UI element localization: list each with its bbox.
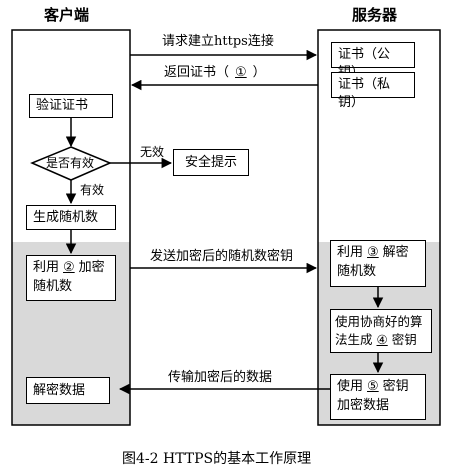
generate-random-box: 生成随机数	[26, 205, 116, 230]
blank-1: ①	[235, 65, 247, 80]
server-lane-frame	[317, 29, 441, 426]
transfer-label: 传输加密后的数据	[168, 370, 273, 385]
figure-caption: 图4-2 HTTPS的基本工作原理	[122, 451, 312, 467]
return-cert-label: 返回证书（①）	[164, 65, 266, 80]
verify-cert-box: 验证证书	[29, 94, 113, 118]
client-lane-frame	[11, 29, 131, 426]
decrypt-data-box: 解密数据	[26, 377, 110, 404]
valid-label: 有效	[80, 183, 105, 197]
blank-5: ⑤	[367, 379, 379, 394]
blank-3: ③	[367, 245, 379, 260]
invalid-label: 无效	[140, 145, 165, 159]
server-lane-title: 服务器	[352, 6, 398, 24]
decision-label: 是否有效	[46, 156, 95, 170]
client-lane-title: 客户端	[44, 6, 90, 24]
blank-2: ②	[63, 260, 75, 275]
cert-public-box: 证书（公钥）	[331, 42, 415, 80]
cert-private-box: 证书（私钥）	[331, 72, 415, 110]
send-key-label: 发送加密后的随机数密钥	[150, 249, 294, 264]
request-label: 请求建立https连接	[162, 34, 274, 49]
blank-4: ④	[376, 332, 388, 348]
security-warning-box: 安全提示	[173, 149, 249, 176]
